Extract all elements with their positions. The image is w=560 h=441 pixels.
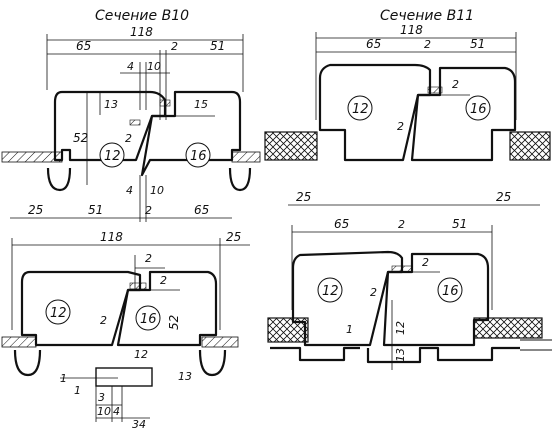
- dim-3-bl: 3: [98, 391, 105, 404]
- panel-left: [53, 90, 167, 162]
- frame-right: [228, 167, 252, 192]
- frame-bl-left: [13, 349, 42, 377]
- dim-25-b11-left: 25: [296, 190, 311, 204]
- dim-2-br-left: 2: [370, 286, 377, 299]
- panel-right-bl: [116, 270, 218, 347]
- dim-2-bl-top: 2: [145, 252, 152, 265]
- section-b11-title: Сечение В11: [380, 8, 474, 24]
- wall-right-b11: [509, 131, 551, 161]
- panel-thickness-12-b11: [347, 95, 373, 121]
- dim-65-b11: 65: [366, 37, 381, 51]
- dim-118: 118: [130, 25, 153, 39]
- wall-right-br: [473, 317, 543, 339]
- dim-4-bottom: 4: [126, 184, 133, 197]
- dim-13-br: 13: [394, 348, 407, 362]
- dim-2-b11-left: 2: [397, 120, 404, 133]
- dim-2-b11-right: 2: [452, 78, 459, 91]
- section-bottom-left: 118 25 2 2 2 52 12 16 1 1 12 13 3 10 4: [1, 230, 250, 431]
- svg-text:16: 16: [190, 149, 207, 164]
- dim-2-br: 2: [398, 218, 405, 231]
- wall-left-br: [267, 317, 309, 343]
- section-b11: Сечение В11 118 65 2 51 2 2 12 16 25 25: [264, 8, 551, 206]
- dim-4-top: 4: [127, 60, 134, 73]
- section-b10: Сечение В10 118 65 2 51 4 10 52 13: [1, 8, 261, 222]
- panel-left-b11: [318, 63, 432, 162]
- panel-right-b11: [410, 66, 517, 162]
- dim-13: 13: [104, 98, 118, 111]
- panel-thickness-12-br: [317, 277, 343, 303]
- dim-118-b11: 118: [400, 23, 423, 37]
- dim-12-br: 12: [394, 321, 407, 335]
- svg-text:16: 16: [470, 102, 487, 117]
- dim-15: 15: [194, 98, 208, 111]
- dim-10-top: 10: [147, 60, 161, 73]
- panel-thickness-12-bl: [45, 299, 71, 325]
- section-bottom-right: 65 2 51 2 2 12 16 12 13 1: [267, 217, 552, 370]
- frame-left: [46, 167, 72, 192]
- dim-13-bl: 13: [178, 370, 192, 383]
- dim-51-b11: 51: [470, 37, 485, 51]
- svg-text:12: 12: [352, 102, 369, 117]
- panel-left-br: [291, 250, 404, 347]
- svg-text:12: 12: [50, 306, 67, 321]
- panel-thickness-16-br: [437, 277, 463, 303]
- svg-text:16: 16: [140, 312, 157, 327]
- dim-1-bl-b: 1: [74, 384, 81, 397]
- floor-left-br: [270, 346, 360, 362]
- panel-thickness-16-b11: [465, 95, 491, 121]
- dim-1-br: 1: [346, 323, 353, 336]
- panel-left-bl: [20, 270, 142, 347]
- svg-text:16: 16: [442, 284, 459, 299]
- dim-10-bl: 10: [97, 405, 111, 418]
- panel-thickness-16-b10: [185, 142, 211, 168]
- dim-2-b11: 2: [424, 38, 431, 51]
- dim-25-b11-right: 25: [496, 190, 511, 204]
- dim-51-bottom: 51: [88, 203, 103, 217]
- dim-25-bl: 25: [226, 230, 241, 244]
- dim-2-bl-left: 2: [100, 314, 107, 327]
- dim-52-bl: 52: [167, 315, 181, 330]
- threshold-bl: [95, 367, 153, 387]
- dim-2-br-right: 2: [422, 256, 429, 269]
- dim-65: 65: [76, 39, 91, 53]
- dim-25-b10: 25: [28, 203, 43, 217]
- dim-65-br: 65: [334, 217, 349, 231]
- dim-2-left: 2: [125, 132, 132, 145]
- svg-text:12: 12: [104, 149, 121, 164]
- dim-52: 52: [73, 131, 88, 145]
- dim-2: 2: [171, 40, 178, 53]
- dim-10-bottom: 10: [150, 184, 164, 197]
- floor-right-br: [366, 346, 520, 364]
- panel-thickness-16-bl: [135, 305, 161, 331]
- frame-bl-right: [198, 349, 227, 377]
- panel-thickness-12-b10: [99, 142, 125, 168]
- wall-left-b11: [264, 131, 318, 161]
- dim-65-bottom: 65: [194, 203, 209, 217]
- section-b10-title: Сечение В10: [95, 8, 189, 24]
- dim-4-bl: 4: [113, 405, 120, 418]
- dim-2-bl-right: 2: [160, 274, 167, 287]
- dim-51-br: 51: [452, 217, 467, 231]
- dim-34-bl: 34: [132, 418, 146, 431]
- dim-2-bottom: 2: [145, 204, 152, 217]
- dim-118-bl: 118: [100, 230, 123, 244]
- dim-12-bl: 12: [134, 348, 148, 361]
- dim-1-bl-a: 1: [60, 372, 67, 385]
- dim-51: 51: [210, 39, 225, 53]
- svg-text:12: 12: [322, 284, 339, 299]
